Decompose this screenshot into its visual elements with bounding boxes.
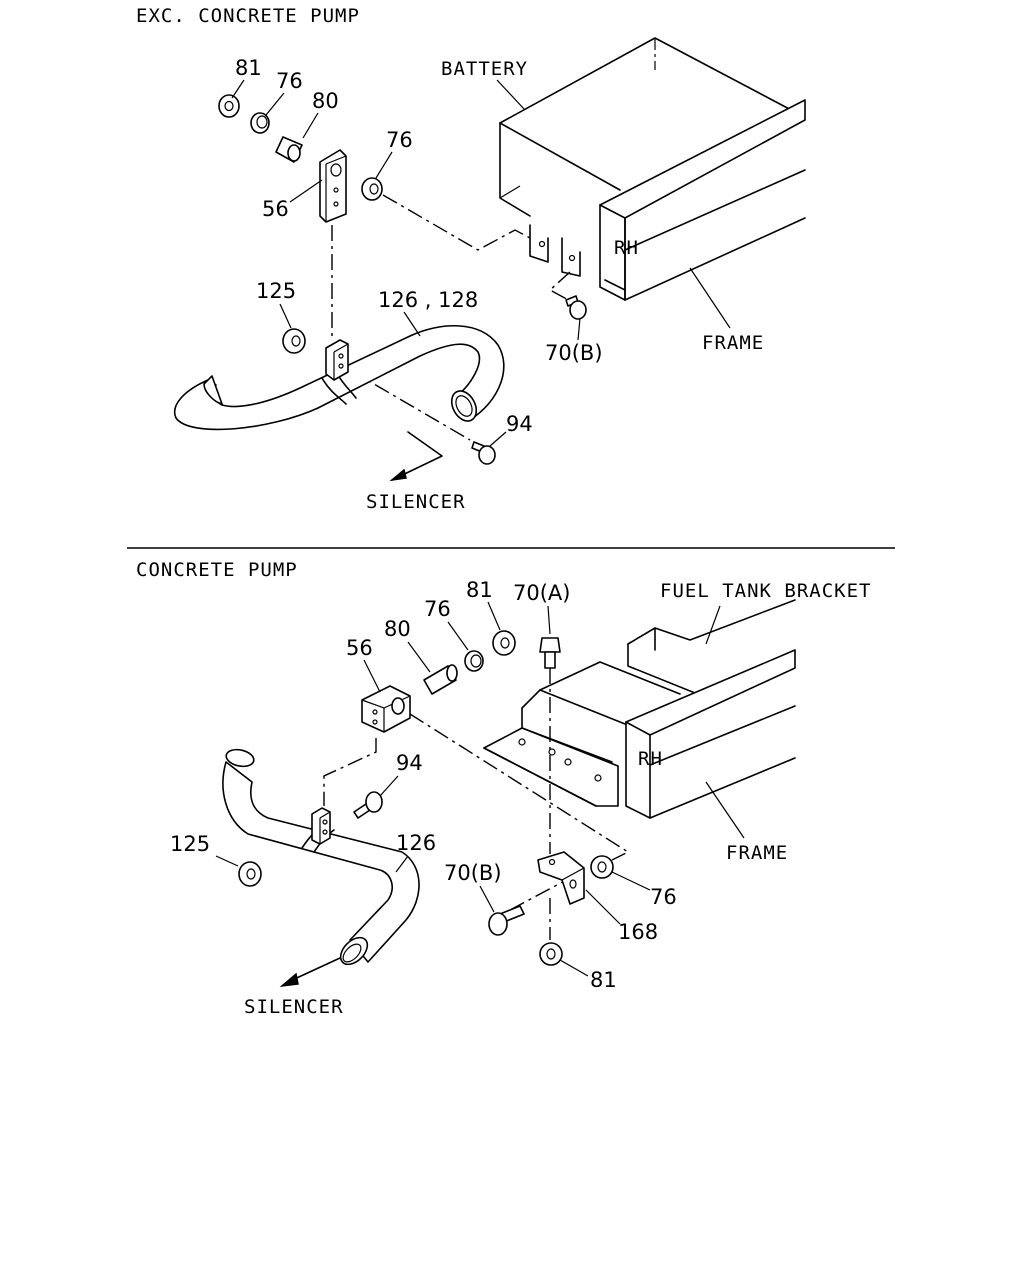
callout-125-upper: 125 [256, 279, 296, 303]
frame-rail-upper [599, 99, 806, 301]
washer-76-lower [464, 650, 484, 672]
cushion-125-lower [238, 861, 262, 887]
upper-section-title: EXC. CONCRETE PUMP [136, 5, 360, 27]
nut-81-lower-bottom [539, 942, 563, 966]
bracket-56-upper [319, 149, 347, 223]
callout-76-lower-right: 76 [650, 885, 677, 909]
callout-80-upper: 80 [312, 89, 339, 113]
nut-81-upper [218, 94, 240, 118]
upper-silencer-label: SILENCER [366, 491, 466, 513]
callout-126-128-upper: 126 , 128 [378, 288, 478, 312]
lower-rh-label: RH [638, 748, 663, 770]
cushion-125-upper [282, 328, 306, 354]
collar-80-upper [275, 136, 303, 163]
callout-94-upper: 94 [506, 412, 533, 436]
lower-section-title: CONCRETE PUMP [136, 559, 298, 581]
bolt-70a [539, 637, 561, 669]
upper-frame-label: FRAME [702, 332, 764, 354]
bolt-94-lower [353, 791, 383, 819]
callout-81-lower-bottom: 81 [590, 968, 617, 992]
pipe-clamp-upper [325, 339, 349, 381]
battery-label: BATTERY [441, 58, 528, 80]
bolt-70b-upper [565, 295, 587, 320]
callout-56-upper: 56 [262, 197, 289, 221]
upper-rh-label: RH [614, 237, 639, 259]
callout-76-lower: 76 [424, 597, 451, 621]
stay-168 [537, 851, 585, 905]
bolt-94-upper [471, 441, 496, 465]
battery-box [499, 37, 796, 277]
callout-76-upper-left: 76 [276, 69, 303, 93]
washer-76-upper [250, 112, 270, 134]
callout-56-lower: 56 [346, 636, 373, 660]
washer-76-lower-right [590, 855, 614, 879]
lower-frame-label: FRAME [726, 842, 788, 864]
lower-section: CONCRETE PUMP FUEL TANK BRACKET RH [136, 559, 871, 1018]
pipe-clamp-lower [311, 807, 331, 845]
bolt-70b-lower [488, 905, 525, 936]
lower-silencer-label: SILENCER [244, 996, 344, 1018]
callout-125-lower: 125 [170, 832, 210, 856]
exhaust-pipe-lower [222, 748, 420, 966]
fuel-tank-bracket [483, 599, 796, 807]
callout-168: 168 [618, 920, 658, 944]
upper-section: EXC. CONCRETE PUMP RH BATTERY FRAME [136, 5, 806, 513]
fuel-tank-bracket-label: FUEL TANK BRACKET [660, 580, 871, 602]
callout-80-lower: 80 [384, 617, 411, 641]
collar-80-lower [423, 664, 458, 695]
callout-81-upper: 81 [235, 56, 262, 80]
callout-126-lower: 126 [396, 831, 436, 855]
callout-70b-lower: 70(B) [444, 861, 502, 885]
callout-70b-upper: 70(B) [545, 341, 603, 365]
callout-94-lower: 94 [396, 751, 423, 775]
washer-76-upper-right [361, 177, 383, 201]
bracket-56-lower [361, 685, 411, 733]
callout-76-upper-right: 76 [386, 128, 413, 152]
callout-70a: 70(A) [513, 581, 570, 605]
callout-81-lower-top: 81 [466, 578, 493, 602]
frame-rail-lower [625, 649, 796, 819]
nut-81-lower-top [492, 630, 516, 656]
